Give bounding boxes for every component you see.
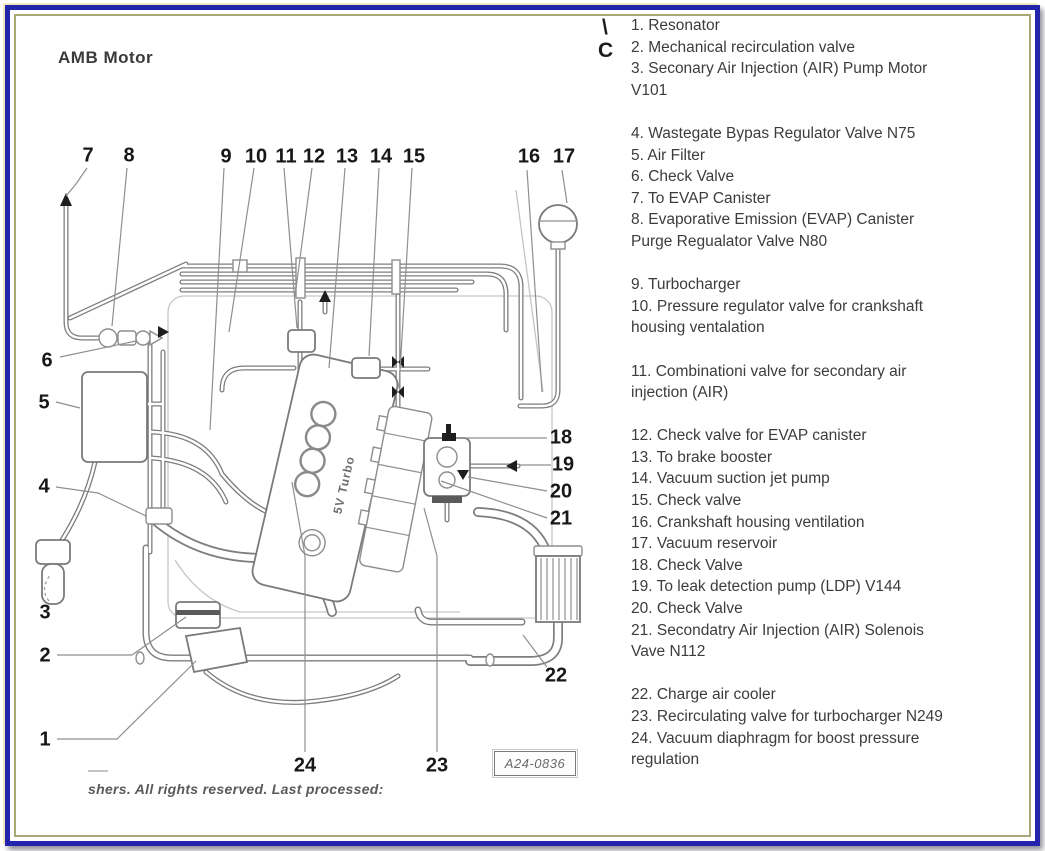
legend-item: 7. To EVAP Canister	[631, 189, 771, 207]
resonator	[184, 626, 249, 674]
part-number-tag: A24-0836	[492, 749, 578, 778]
legend-group: 4. Wastegate Bypas Regulator Valve N75 5.…	[631, 123, 1023, 253]
air-pump-motor	[35, 539, 71, 605]
copyright-text: shers. All rights reserved. Last process…	[88, 781, 384, 797]
leader-lines	[43, 167, 568, 772]
vacuum-reservoir	[538, 204, 578, 250]
callout-16: 16	[517, 145, 541, 168]
right-arrow-icon	[158, 326, 169, 338]
legend-item: 18. Check Valve	[631, 556, 743, 574]
intake-runners	[357, 405, 433, 573]
callout-17: 17	[552, 145, 576, 168]
callout-10: 10	[244, 145, 268, 168]
recirculation-valve	[175, 601, 221, 629]
audi-rings-icon	[293, 400, 337, 498]
components: 5V Turbo	[35, 204, 583, 674]
down-arrow-icon	[457, 470, 469, 480]
diagram-title: AMB Motor	[58, 48, 154, 67]
callout-18: 18	[549, 426, 573, 449]
callout-6: 6	[41, 349, 53, 372]
air-filter	[81, 371, 148, 463]
callout-20: 20	[549, 480, 573, 503]
callout-14: 14	[369, 145, 393, 168]
check-valve-6	[135, 329, 164, 347]
edge-mark-backslash: \	[602, 16, 608, 39]
legend-item: 11. Combinationi valve for secondary air…	[631, 362, 907, 402]
air-solenoid-valve	[423, 437, 471, 503]
callout-7: 7	[82, 144, 94, 167]
legend-item: 19. To leak detection pump (LDP) V144	[631, 578, 902, 596]
callout-21: 21	[549, 507, 573, 530]
legend-list: 1. Resonator 2. Mechanical recirculation …	[631, 15, 1023, 792]
callout-15: 15	[402, 145, 426, 168]
callout-19: 19	[551, 453, 575, 476]
callout-13: 13	[335, 145, 359, 168]
evap-arrow-icon	[60, 193, 72, 206]
legend-item: 2. Mechanical recirculation valve	[631, 38, 855, 56]
callout-1: 1	[39, 728, 51, 751]
callout-23: 23	[425, 754, 449, 777]
callout-24: 24	[293, 754, 317, 777]
left-arrow-icon	[506, 460, 517, 472]
legend-item: 12. Check valve for EVAP canister	[631, 427, 867, 445]
combination-valve	[287, 329, 316, 353]
edge-mark-c: C	[598, 39, 614, 62]
legend-group: 12. Check valve for EVAP canister 13. To …	[631, 425, 1023, 663]
legend-item: 10. Pressure regulator valve for cranksh…	[631, 297, 924, 337]
hose-fitting	[391, 259, 401, 295]
check-valve-18-icon	[442, 433, 456, 441]
legend-item: 15. Check valve	[631, 492, 742, 510]
legend-item: 24. Vacuum diaphragm for boost pressure …	[631, 729, 920, 769]
legend-item: 4. Wastegate Bypas Regulator Valve N75	[631, 124, 916, 142]
legend-group: 1. Resonator 2. Mechanical recirculation …	[631, 15, 1023, 101]
charge-air-cooler	[533, 545, 583, 623]
legend-item: 20. Check Valve	[631, 600, 743, 618]
callout-5: 5	[38, 391, 50, 414]
legend-group: 11. Combinationi valve for secondary air…	[631, 361, 1023, 404]
callout-9: 9	[220, 145, 232, 168]
callout-8: 8	[123, 144, 135, 167]
hose-clamp	[485, 653, 495, 667]
hose-clamp	[135, 651, 145, 665]
legend-item: 6. Check Valve	[631, 168, 735, 186]
legend-item: 16. Crankshaft housing ventilation	[631, 513, 865, 531]
legend-group: 22. Charge air cooler 23. Recirculating v…	[631, 684, 1023, 770]
legend-item: 22. Charge air cooler	[631, 686, 776, 704]
callout-11: 11	[275, 145, 297, 168]
callout-12: 12	[302, 145, 326, 168]
legend-item: 1. Resonator	[631, 17, 720, 34]
up-arrow-icon	[319, 290, 331, 302]
engine-cover: 5V Turbo	[251, 353, 399, 603]
legend-item: 9. Turbocharger	[631, 276, 741, 294]
legend-item: 5. Air Filter	[631, 146, 706, 164]
callout-3: 3	[39, 601, 51, 624]
legend-item: 17. Vacuum reservoir	[631, 535, 778, 553]
check-valve-icon	[392, 386, 398, 398]
legend-item: 14. Vacuum suction jet pump	[631, 470, 830, 488]
jet-pump	[351, 357, 381, 379]
callout-2: 2	[39, 644, 51, 667]
legend-item: 13. To brake booster	[631, 448, 773, 466]
callout-22: 22	[544, 664, 568, 687]
callout-4: 4	[38, 475, 50, 498]
engine-silhouette	[167, 189, 553, 619]
check-valve-icon	[392, 356, 398, 368]
legend-group: 9. Turbocharger 10. Pressure regulator va…	[631, 274, 1023, 339]
check-valve-18-icon	[446, 424, 451, 433]
wastegate-valve	[145, 507, 173, 525]
legend-item: 23. Recirculating valve for turbocharger…	[631, 708, 943, 725]
legend-item: 8. Evaporative Emission (EVAP) Canister …	[631, 211, 915, 250]
legend-item: 21. Secondatry Air Injection (AIR) Solen…	[631, 621, 924, 661]
legend-item: 3. Seconary Air Injection (AIR) Pump Mot…	[631, 60, 928, 99]
check-valve-icon	[398, 386, 404, 398]
